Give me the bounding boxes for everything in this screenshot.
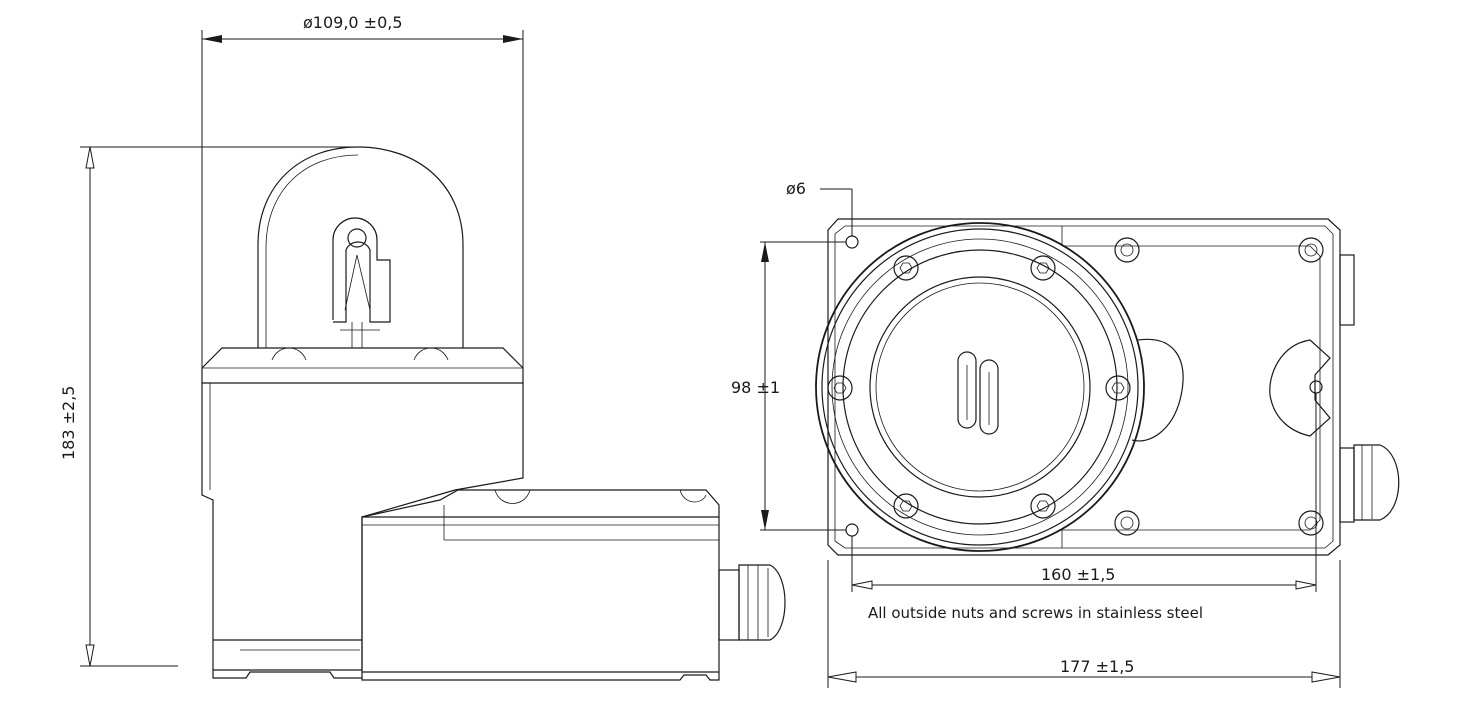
material-note: All outside nuts and screws in stainless…	[868, 604, 1203, 622]
overall-width-dimension: 177 ±1,5	[827, 560, 1341, 688]
housing-screws	[1114, 237, 1324, 536]
dome-outline	[257, 146, 464, 348]
hole-spacing-vertical-dimension: 98 ±1	[731, 241, 846, 531]
overall-width-label: 177 ±1,5	[1060, 657, 1134, 676]
diameter-dimension: ø109,0 ±0,5	[201, 13, 524, 368]
diameter-label: ø109,0 ±0,5	[303, 13, 403, 32]
height-dimension: 183 ±2,5	[59, 146, 358, 667]
hole-diameter-label: ø6	[786, 179, 806, 198]
cable-gland-side	[718, 564, 786, 641]
cover-plate	[815, 222, 1145, 552]
junction-box	[361, 489, 720, 681]
top-view: ø6 98 ±1 160 ±1,5 All outside nuts and s…	[731, 179, 1400, 688]
side-view: ø109,0 ±0,5 183 ±2,5	[59, 13, 786, 681]
housing-foot	[212, 639, 362, 679]
hole-spacing-vertical-label: 98 ±1	[731, 378, 780, 397]
right-boss	[1269, 339, 1331, 437]
hole-diameter-callout: ø6	[786, 179, 853, 236]
top-housing-outline	[827, 218, 1341, 556]
cover-screws	[827, 255, 1131, 519]
hole-spacing-horizontal-dimension: 160 ±1,5	[851, 393, 1317, 592]
hole-spacing-horizontal-label: 160 ±1,5	[1041, 565, 1115, 584]
side-boss	[1131, 338, 1184, 442]
dome-base-ring	[201, 347, 524, 384]
cable-gland-top	[1339, 254, 1400, 523]
lamp-element	[332, 217, 391, 348]
height-label: 183 ±2,5	[59, 386, 78, 460]
